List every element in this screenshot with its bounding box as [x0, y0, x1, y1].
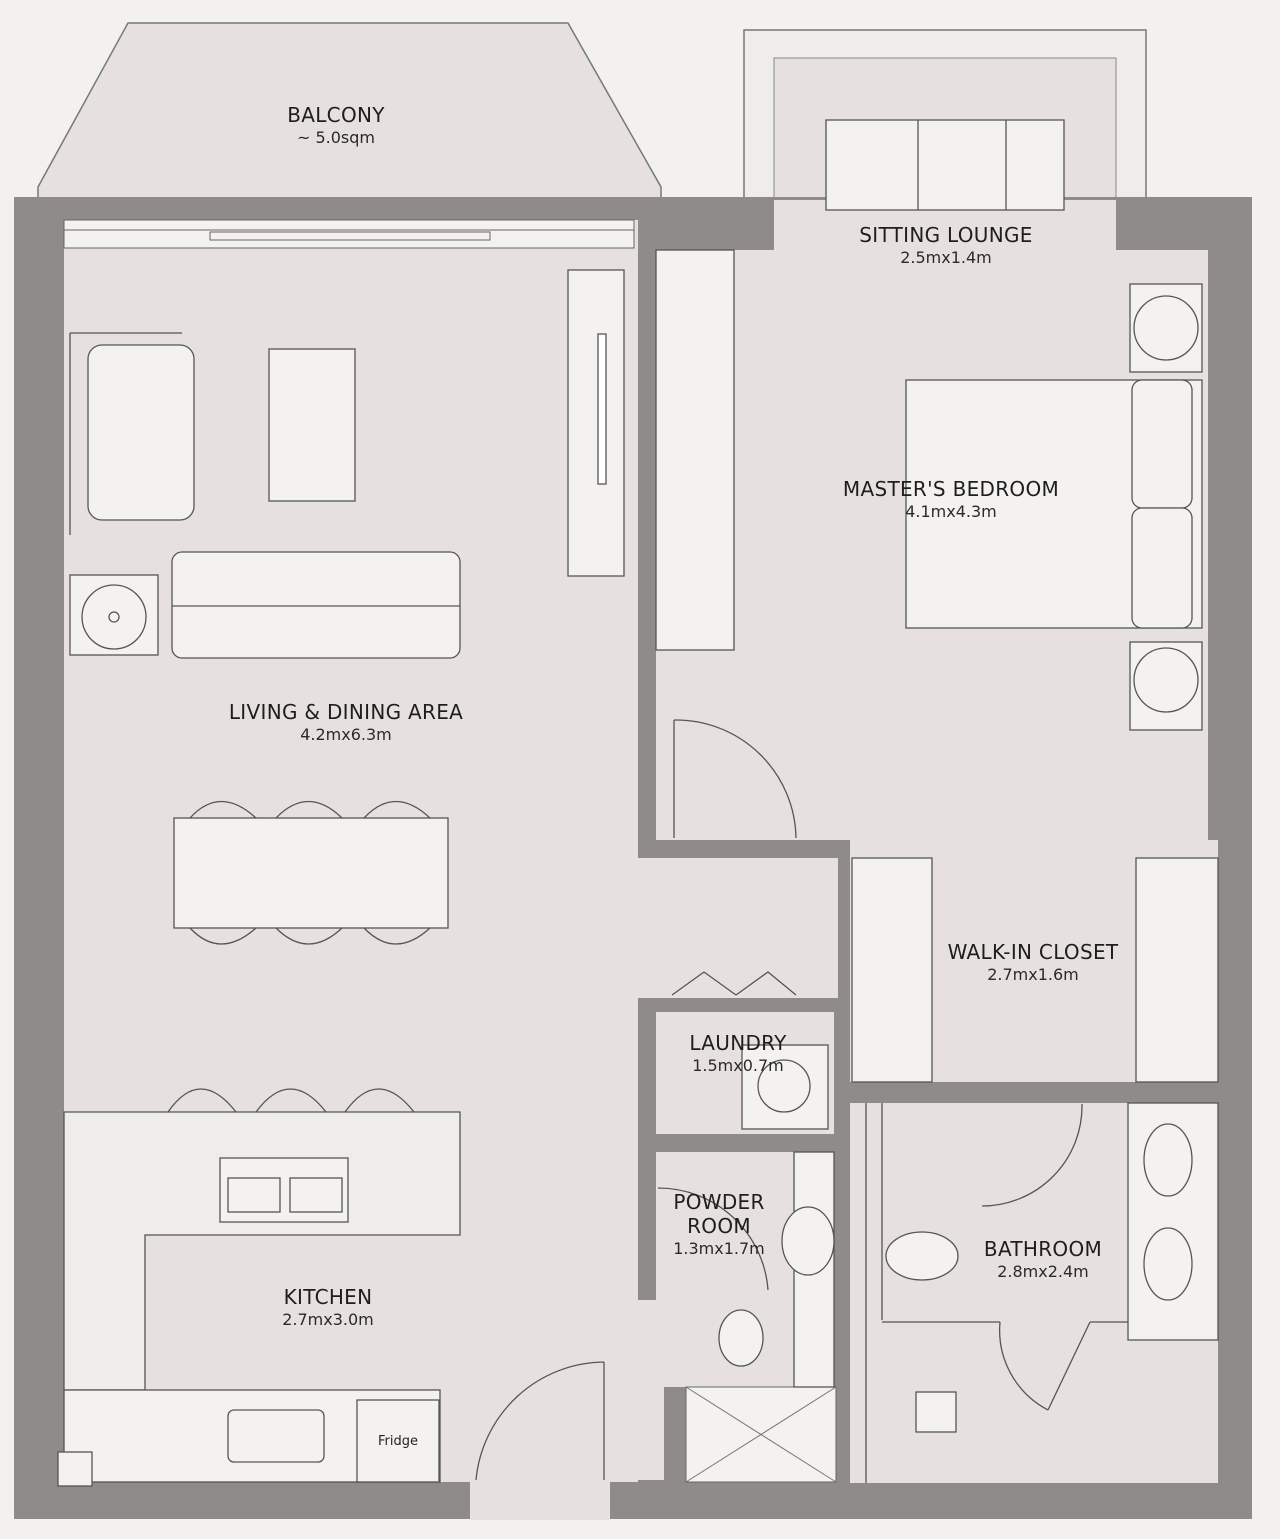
room-name: KITCHEN — [283, 1285, 373, 1309]
room-label-masters-bedroom: MASTER'S BEDROOM 4.1mx4.3m — [843, 477, 1059, 523]
room-dims: 2.8mx2.4m — [997, 1262, 1089, 1281]
room-label-kitchen: KITCHEN 2.7mx3.0m — [282, 1285, 374, 1331]
room-name-line2: ROOM — [687, 1214, 751, 1238]
hall-floor — [638, 858, 838, 998]
room-name-line1: POWDER — [673, 1190, 765, 1214]
room-label-sitting-lounge: SITTING LOUNGE 2.5mx1.4m — [859, 223, 1033, 269]
room-dims: 1.3mx1.7m — [673, 1239, 765, 1258]
room-dims: ~ 5.0sqm — [296, 128, 375, 147]
room-label-bathroom: BATHROOM 2.8mx2.4m — [984, 1237, 1102, 1283]
doors — [475, 719, 1091, 1481]
room-name: BATHROOM — [983, 1237, 1103, 1261]
room-label-living-dining: LIVING & DINING AREA 4.2mx6.3m — [229, 700, 463, 746]
room-dims: 4.2mx6.3m — [300, 725, 392, 744]
furniture-living — [57, 269, 625, 1487]
room-label-laundry: LAUNDRY 1.5mx0.7m — [689, 1031, 786, 1077]
room-label-powder-room: POWDER ROOM 1.3mx1.7m — [673, 1190, 765, 1260]
room-name: WALK-IN CLOSET — [947, 940, 1119, 964]
furniture-bedroom — [655, 119, 1203, 731]
room-dims: 2.7mx3.0m — [282, 1310, 374, 1329]
room-label-walk-in-closet: WALK-IN CLOSET 2.7mx1.6m — [948, 940, 1119, 986]
room-dims: 1.5mx0.7m — [692, 1056, 784, 1075]
room-dims: 2.7mx1.6m — [987, 965, 1079, 984]
room-label-balcony: BALCONY ~ 5.0sqm — [287, 103, 385, 149]
fridge-label: Fridge — [378, 1434, 418, 1449]
room-dims: 4.1mx4.3m — [905, 502, 997, 521]
room-name: LIVING & DINING AREA — [228, 700, 464, 724]
room-dims: 2.5mx1.4m — [900, 248, 992, 267]
room-name: BALCONY — [287, 103, 385, 127]
room-name: LAUNDRY — [689, 1031, 787, 1055]
room-name: SITTING LOUNGE — [859, 223, 1033, 247]
room-name: MASTER'S BEDROOM — [842, 477, 1060, 501]
furniture-wet — [718, 857, 1219, 1483]
